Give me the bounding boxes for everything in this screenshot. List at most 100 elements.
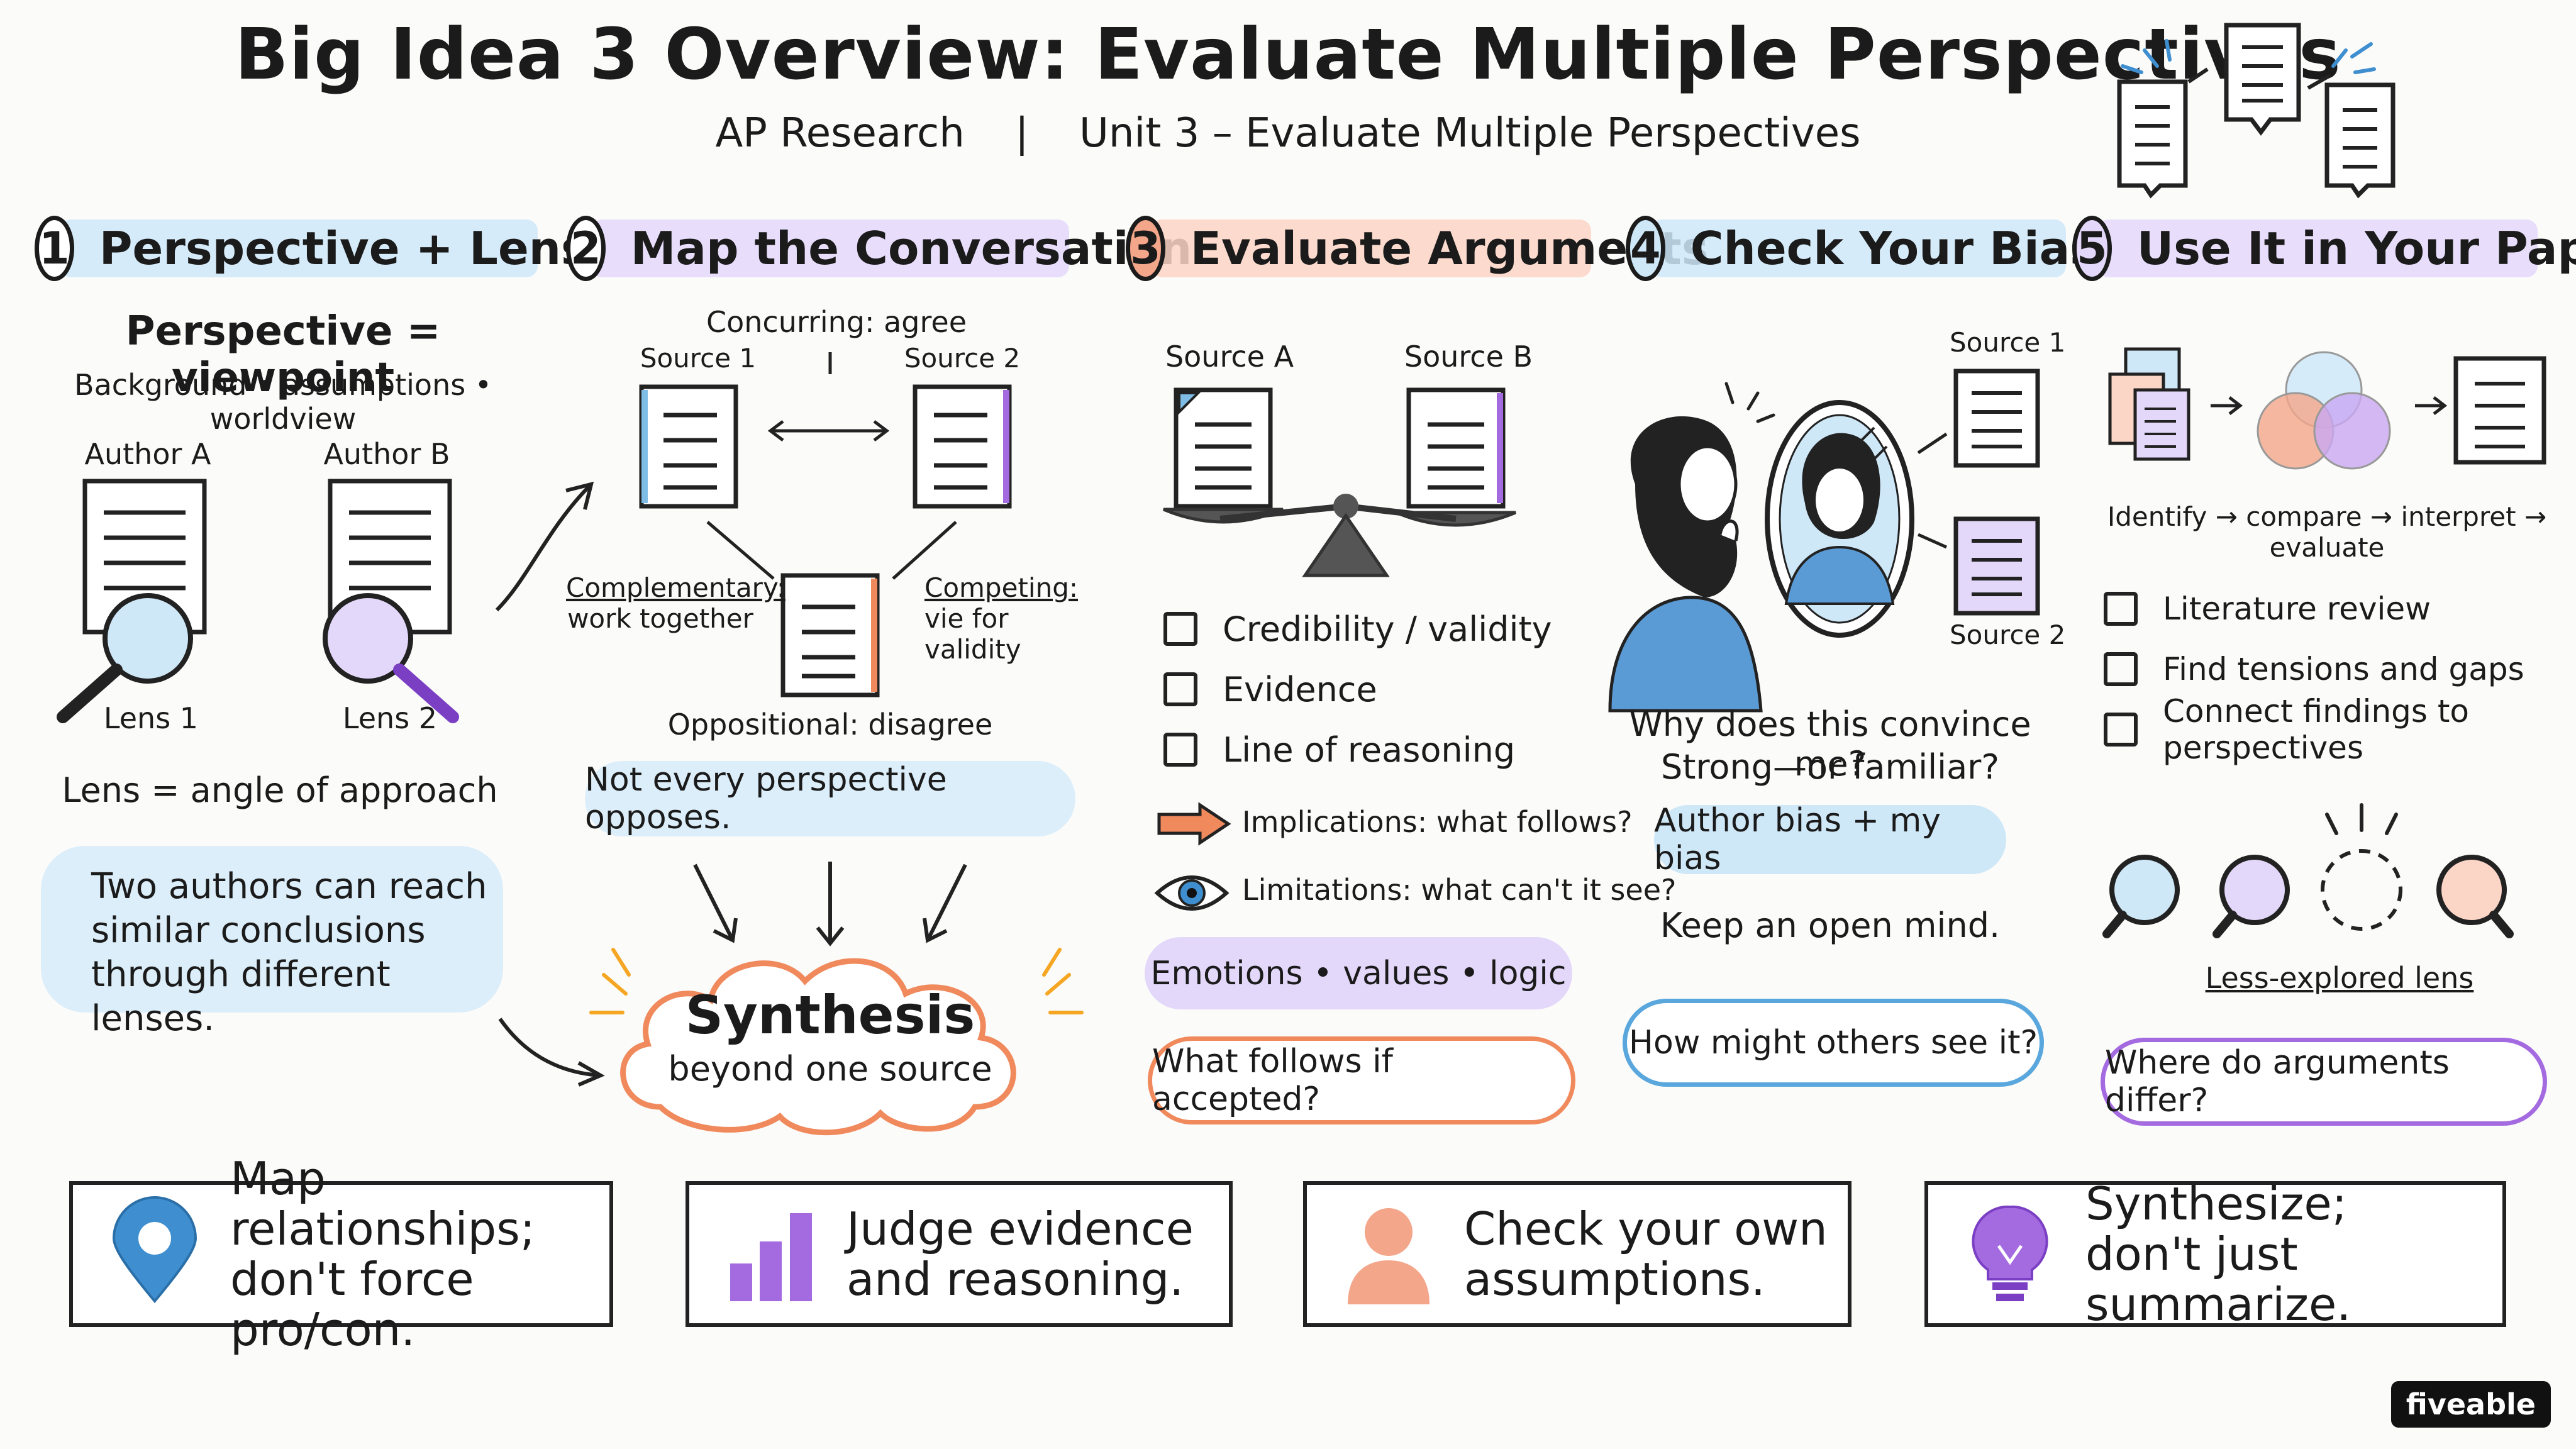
source-a-label: Source A (1165, 340, 1294, 374)
takeaway-text: Check your own assumptions. (1464, 1202, 1828, 1306)
section-5-number: 5 (2072, 216, 2112, 281)
complementary-title: Complementary: (566, 572, 786, 603)
concurring-label: Concurring: agree (706, 305, 967, 339)
takeaway-card-4: Synthesize; don't just summarize. (1924, 1177, 2506, 1331)
section-5: 5 Use It in Your Paper (2072, 211, 2576, 286)
section-5-header: 5 Use It in Your Paper (2072, 211, 2576, 286)
section-2-number: 2 (566, 216, 606, 281)
competing-label: Competing: vie for validity (924, 572, 1113, 665)
section-1-note: Two authors can reach similar conclusion… (41, 846, 503, 1039)
takeaway-card-2: Judge evidence and reasoning. (686, 1181, 1233, 1327)
magnifier-purple-icon (323, 593, 459, 723)
source-2-label: Source 2 (904, 343, 1021, 374)
synthesis-title: Synthesis (685, 984, 975, 1046)
synthesis-cloud (589, 948, 1084, 1136)
section-3-title: Evaluate Arguments (1190, 222, 1709, 275)
balance-scale-icon (1163, 387, 1516, 577)
checkbox[interactable] (1163, 672, 1197, 706)
perspective-factors: Background • assumptions • worldview (74, 368, 492, 436)
mirror-reflection-illustration (1608, 369, 2040, 713)
page-title: Big Idea 3 Overview: Evaluate Multiple P… (235, 14, 2341, 96)
perspective-definition: Perspective = viewpoint (125, 308, 441, 401)
implications-label: Implications: what follows? (1242, 805, 1633, 839)
magnifier-orange-icon (2436, 855, 2514, 938)
section-4-number: 4 (1626, 216, 1665, 281)
complementary-label: Complementary: work together (566, 572, 786, 634)
arrow-icon (498, 1018, 605, 1087)
less-explored-label: Less-explored lens (2205, 961, 2474, 995)
magnifier-blue-icon (2102, 855, 2180, 938)
source-1-label: Source 1 (640, 343, 757, 374)
section-4-question-bubble: How might others see it? (1623, 999, 2044, 1087)
checkbox[interactable] (2104, 592, 2138, 626)
source-1-label: Source 1 (1950, 327, 2066, 358)
magnifier-blue-icon (57, 593, 193, 723)
check-evidence[interactable]: Evidence (1163, 659, 1552, 719)
section-4-header: 4 Check Your Bias (1626, 211, 2097, 286)
check-literature-review[interactable]: Literature review (2104, 579, 2576, 639)
check-reasoning[interactable]: Line of reasoning (1163, 719, 1552, 780)
checkbox[interactable] (2104, 652, 2138, 686)
check-connect-findings[interactable]: Connect findings to perspectives (2104, 693, 2576, 766)
check-label: Literature review (2163, 591, 2431, 627)
section-2-title: Map the Conversation (630, 222, 1192, 275)
takeaway-card-3: Check your own assumptions. (1303, 1181, 1852, 1327)
lens-definition: Lens = angle of approach (62, 770, 498, 810)
author-documents-illustration (57, 479, 459, 723)
bias-pill: Author bias + my bias (1654, 802, 2006, 877)
lens-2-label: Lens 2 (342, 701, 438, 735)
bias-question-1: Why does this convince me? (1629, 704, 2031, 784)
section-3-number: 3 (1126, 216, 1165, 281)
dashed-lens-icon (2321, 849, 2402, 931)
check-tensions-gaps[interactable]: Find tensions and gaps (2104, 639, 2576, 699)
checkbox[interactable] (1163, 733, 1197, 767)
section-2-header-band (591, 219, 1069, 277)
section-5-title: Use It in Your Paper (2136, 222, 2576, 275)
takeaway-text: Judge evidence and reasoning. (847, 1202, 1194, 1306)
bar-chart-icon (730, 1213, 812, 1301)
complementary-desc: work together (567, 603, 753, 634)
arrow-icon (495, 481, 594, 612)
process-steps: Identify → compare → interpret → evaluat… (2107, 501, 2547, 563)
lens-1-label: Lens 1 (103, 701, 199, 735)
check-label: Connect findings to perspectives (2163, 693, 2470, 766)
paper-checklist: Literature review Find tensions and gaps… (2104, 579, 2576, 766)
section-4: 4 Check Your Bias (1626, 211, 2097, 286)
checkbox[interactable] (2104, 713, 2138, 747)
evaluation-checklist: Credibility / validity Evidence Line of … (1163, 599, 1552, 780)
takeaway-text: Synthesize; don't just summarize. (2085, 1177, 2351, 1331)
magnifier-purple-icon (2212, 855, 2290, 938)
page-subtitle: AP Research | Unit 3 – Evaluate Multiple… (0, 110, 2576, 157)
competing-title: Competing: (924, 572, 1079, 603)
author-a-label: Author A (84, 437, 211, 471)
brand-logo: fiveable (2390, 1381, 2551, 1428)
source-b-label: Source B (1404, 340, 1533, 374)
section-3: 3 Evaluate Arguments (1126, 211, 1709, 286)
section-3-question-bubble: What follows if accepted? (1148, 1036, 1575, 1124)
lightbulb-icon (1972, 1205, 2048, 1301)
appeals-pill: Emotions • values • logic (1145, 937, 1572, 1009)
section-1: 1 Perspective + Lens (35, 211, 588, 286)
section-3-header: 3 Evaluate Arguments (1126, 211, 1709, 286)
section-1-header-band (60, 219, 538, 277)
takeaway-text: Map relationships; don't force pro/con. (230, 1152, 535, 1356)
check-label: Line of reasoning (1223, 730, 1516, 770)
conversation-map-diagram (639, 352, 1012, 697)
oppositional-label: Oppositional: disagree (667, 708, 993, 741)
limitations-label: Limitations: what can't it see? (1242, 873, 1677, 907)
person-icon (1348, 1208, 1430, 1304)
map-pin-icon (112, 1196, 197, 1304)
section-3-header-band (1151, 219, 1591, 277)
subtitle-separator: | (1015, 110, 1029, 157)
bias-question-2: Strong—or familiar? (1660, 747, 2000, 787)
synthesis-arrows (693, 862, 967, 947)
section-2: 2 Map the Conversation (566, 211, 1192, 286)
takeaway-card-1: Map relationships; don't force pro/con. (69, 1153, 613, 1355)
section-2-header: 2 Map the Conversation (566, 211, 1192, 286)
eye-icon (1154, 875, 1230, 911)
synthesis-subtitle: beyond one source (668, 1049, 992, 1089)
section-4-header-band (1651, 219, 2066, 277)
check-credibility[interactable]: Credibility / validity (1163, 599, 1552, 659)
author-b-label: Author B (323, 437, 450, 471)
checkbox[interactable] (1163, 612, 1197, 646)
